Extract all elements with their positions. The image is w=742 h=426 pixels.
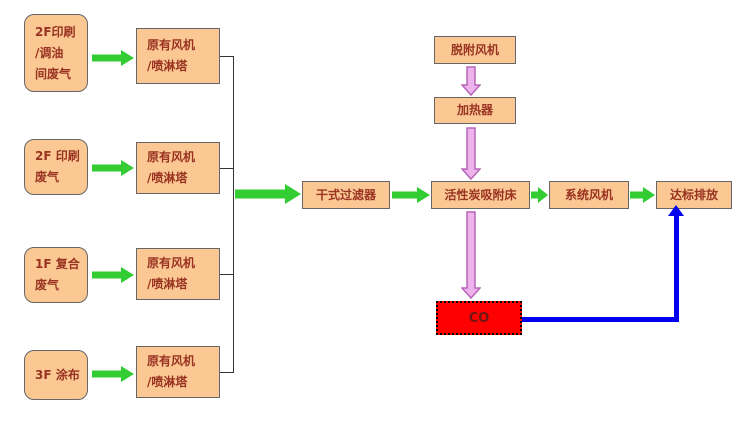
green-arrow-icon (630, 187, 655, 203)
activated-carbon-bed-box: 活性炭吸附床 (431, 181, 530, 209)
pretreatment-box-1: 原有风机 /喷淋塔 (136, 28, 220, 84)
source-label-line: 3F 涂布 (35, 367, 80, 382)
source-label-line: 1F 复合 (35, 257, 80, 271)
compliant-discharge-label: 达标排放 (669, 187, 718, 202)
co-oxidizer-label: CO (468, 310, 490, 326)
desorption-fan-label: 脱附风机 (450, 42, 499, 57)
source-box-2f-printing-oil-room: 2F印刷 /调油 间废气 (24, 14, 88, 92)
heater-label: 加热器 (456, 103, 493, 118)
green-arrow-icon (92, 366, 134, 382)
green-arrow-icon (235, 184, 301, 204)
dry-filter-box: 干式过滤器 (302, 181, 390, 209)
system-fan-box: 系统风机 (549, 181, 629, 209)
connector-line-vertical (233, 56, 234, 373)
desorption-fan-box: 脱附风机 (434, 36, 516, 64)
source-label-line: 废气 (35, 278, 60, 292)
source-box-1f-laminating: 1F 复合 废气 (24, 247, 88, 303)
green-arrow-icon (392, 187, 430, 203)
green-arrow-icon (531, 187, 548, 203)
pink-down-arrow-icon (461, 127, 481, 180)
source-label-line: 间废气 (35, 66, 72, 81)
pretreatment-label-line: 原有风机 (147, 354, 196, 368)
pretreatment-box-2: 原有风机 /喷淋塔 (136, 142, 220, 194)
system-fan-label: 系统风机 (564, 187, 613, 202)
co-oxidizer-box: CO (436, 301, 522, 335)
source-box-3f-coating: 3F 涂布 (24, 350, 88, 400)
pink-down-arrow-icon (461, 211, 481, 299)
green-arrow-icon (92, 160, 134, 176)
pretreatment-label-line: 原有风机 (147, 38, 196, 52)
pretreatment-label-line: /喷淋塔 (147, 277, 188, 291)
blue-pipe-horizontal-line (522, 317, 679, 322)
source-label-line: /调油 (35, 45, 64, 60)
pretreatment-label-line: 原有风机 (147, 256, 196, 270)
source-box-2f-printing: 2F 印刷 废气 (24, 139, 88, 195)
blue-up-arrow-icon (668, 205, 684, 216)
pretreatment-label-line: /喷淋塔 (147, 59, 188, 73)
source-label-line: 废气 (35, 170, 60, 184)
compliant-discharge-box: 达标排放 (656, 181, 732, 209)
pink-down-arrow-icon (461, 66, 481, 96)
connector-line (220, 56, 234, 57)
activated-carbon-bed-label: 活性炭吸附床 (444, 187, 517, 202)
source-label-line: 2F 印刷 (35, 149, 80, 163)
connector-line (220, 168, 234, 169)
connector-line (220, 274, 234, 275)
source-label-line: 2F印刷 (35, 24, 76, 39)
blue-pipe-vertical-line (674, 214, 679, 322)
pretreatment-label-line: /喷淋塔 (147, 171, 188, 185)
pretreatment-label-line: /喷淋塔 (147, 375, 188, 389)
pretreatment-box-4: 原有风机 /喷淋塔 (136, 346, 220, 398)
heater-box: 加热器 (434, 97, 516, 124)
connector-line (220, 372, 234, 373)
green-arrow-icon (92, 50, 134, 66)
green-arrow-icon (92, 267, 134, 283)
pretreatment-box-3: 原有风机 /喷淋塔 (136, 248, 220, 300)
dry-filter-label: 干式过滤器 (315, 187, 376, 202)
pretreatment-label-line: 原有风机 (147, 150, 196, 164)
